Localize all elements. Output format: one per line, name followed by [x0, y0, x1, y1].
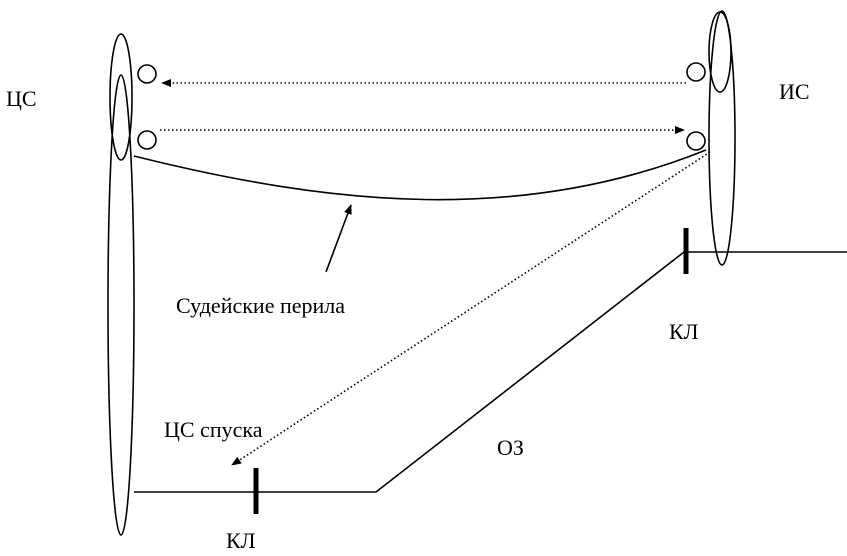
- left-station-support: [107, 33, 157, 536]
- right-top-carabiner: [686, 62, 706, 82]
- control-line-label-right: КЛ: [669, 319, 699, 344]
- ground-slope-line: [134, 251, 847, 493]
- left-station-label: ЦС: [6, 86, 37, 111]
- right-station-support: [686, 10, 736, 266]
- descent-station-label: ЦС спуска: [164, 417, 263, 442]
- right-tall-ellipse: [708, 10, 736, 266]
- left-bottom-carabiner: [137, 130, 157, 150]
- right-bottom-carabiner: [686, 131, 706, 151]
- descent-dotted-arrow: [231, 151, 711, 466]
- left-top-carabiner: [137, 64, 157, 84]
- judge-rail-label: Судейские перила: [176, 293, 345, 318]
- judge-rail-rope: [133, 149, 707, 201]
- right-upper-ellipse: [708, 11, 732, 93]
- left-tall-ellipse: [107, 74, 135, 536]
- right-station-label: ИС: [779, 79, 810, 104]
- judge-rail-pointer: [325, 204, 352, 273]
- danger-zone-label: ОЗ: [497, 435, 524, 460]
- left-upper-ellipse: [109, 33, 133, 161]
- control-line-label-left: КЛ: [226, 528, 256, 553]
